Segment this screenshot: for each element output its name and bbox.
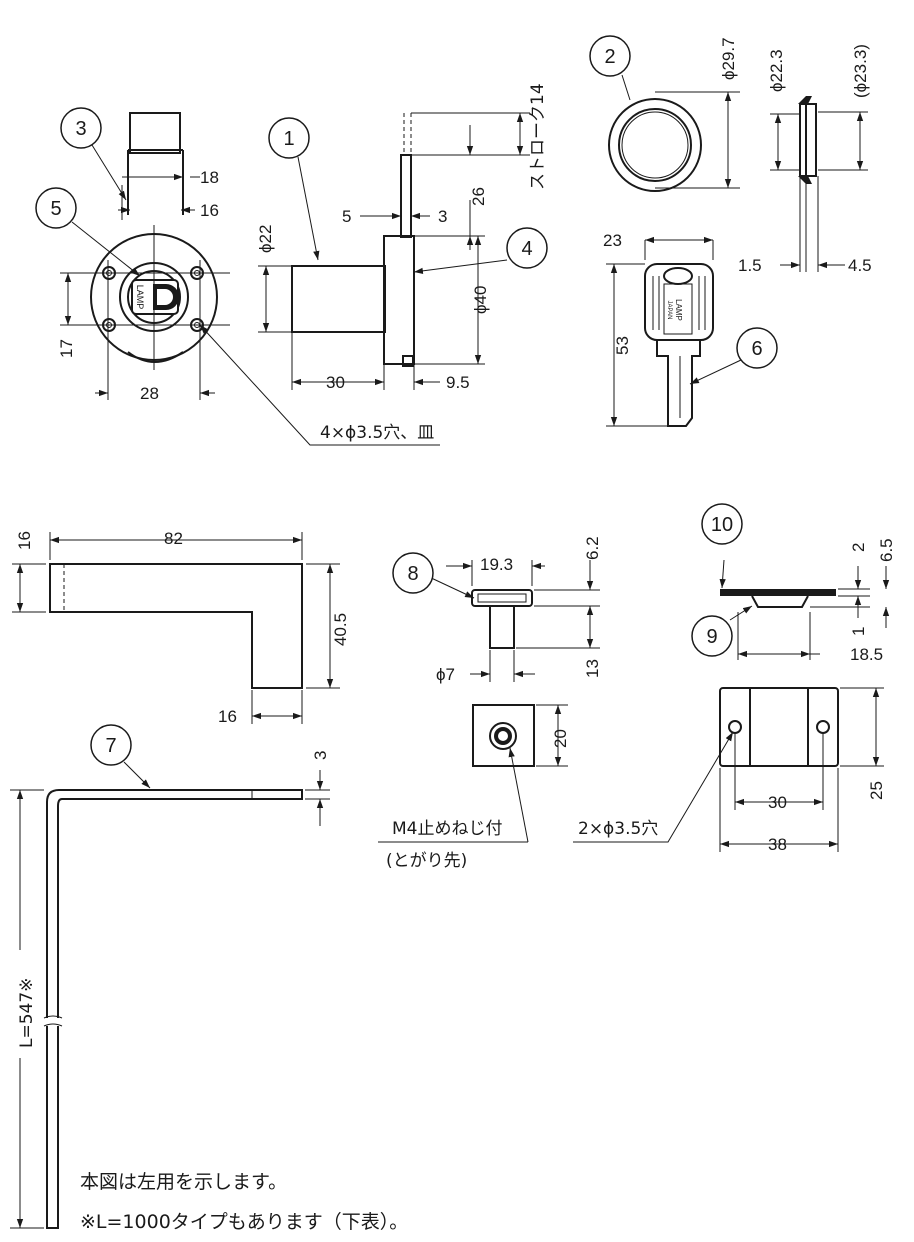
svg-text:LAMP: LAMP [135, 285, 145, 310]
callout-4: 4 [506, 227, 548, 269]
dim-53: 53 [613, 336, 632, 355]
dim-4-5: 4.5 [848, 256, 872, 275]
svg-text:10: 10 [711, 514, 733, 536]
rod-side-view: 3 L=547※ [10, 751, 330, 1229]
dim-16-top: 16 [15, 531, 34, 550]
note-L1000: ※L=1000タイプもあります（下表）。 [80, 1211, 408, 1233]
dim-30: 30 [326, 373, 345, 392]
svg-text:7: 7 [105, 735, 116, 757]
svg-text:4: 4 [521, 238, 532, 260]
plate-top-view: 25 30 38 2×ϕ3.5穴 [573, 687, 886, 854]
dim-20: 20 [551, 729, 570, 748]
dim-82: 82 [164, 529, 183, 548]
dim-phi7: ϕ7 [436, 665, 455, 684]
holes-note: 4×ϕ3.5穴、皿 [320, 423, 434, 443]
dim-phi23-3: (ϕ23.3) [851, 44, 870, 98]
svg-text:6: 6 [751, 338, 762, 360]
dim-25: 25 [867, 781, 886, 800]
dim-9-5: 9.5 [446, 373, 470, 392]
stroke-label: ストローク14 [528, 83, 548, 190]
svg-text:5: 5 [50, 198, 61, 220]
screw-note: M4止めねじ付 [392, 819, 502, 839]
dim-38: 38 [768, 835, 787, 854]
callout-2: 2 [589, 35, 631, 77]
dim-5: 5 [342, 207, 351, 226]
callout-10: 10 [701, 503, 743, 545]
key-brand: LAMP [674, 299, 683, 321]
dim-3: 3 [438, 207, 447, 226]
dim-18-5: 18.5 [850, 645, 883, 664]
dim-3-rod: 3 [311, 751, 330, 760]
dim-1-5: 1.5 [738, 256, 762, 275]
callout-5: 5 [35, 187, 141, 277]
pin-view: 19.3 6.2 ϕ7 13 20 M4止めねじ付 (とがり先) [378, 536, 602, 871]
screw-note-sub: (とがり先) [386, 851, 467, 871]
dim-16-bottom: 16 [218, 707, 237, 726]
escutcheon-view: ϕ29.7 ϕ22.3 (ϕ23.3) 1.5 4.5 [608, 37, 872, 275]
svg-text:2: 2 [604, 46, 615, 68]
key-view: LAMP JAPAN 23 53 [603, 231, 742, 427]
dim-2: 2 [849, 543, 868, 552]
dim-16: 16 [200, 201, 219, 220]
svg-text:8: 8 [407, 563, 418, 585]
key-country: JAPAN [666, 301, 672, 320]
callout-8: 8 [392, 552, 434, 594]
dim-18: 18 [200, 168, 219, 187]
dim-phi29-7: ϕ29.7 [719, 37, 738, 80]
dim-23: 23 [603, 231, 622, 250]
svg-text:9: 9 [706, 626, 717, 648]
callout-3: 3 [60, 107, 127, 201]
dim-30-plate: 30 [768, 793, 787, 812]
callout-9: 9 [691, 615, 733, 657]
svg-text:1: 1 [283, 128, 294, 150]
note-left-hand: 本図は左用を示します。 [80, 1171, 287, 1193]
dim-phi22: ϕ22 [256, 225, 275, 253]
dim-40-5: 40.5 [331, 613, 350, 646]
dim-L: L=547※ [17, 978, 37, 1048]
callout-6: 6 [736, 327, 778, 369]
lock-side-view: ϕ22 5 3 26 ストローク14 ϕ40 30 9.5 [256, 83, 548, 392]
dim-26: 26 [469, 187, 488, 206]
dim-13: 13 [583, 659, 602, 678]
dim-phi22-3: ϕ22.3 [767, 49, 786, 92]
lock-front-view: LAMP 18 16 17 28 4×ϕ3.5穴、皿 [57, 112, 440, 446]
svg-text:3: 3 [75, 118, 86, 140]
rod-top-view: 82 16 40.5 16 [12, 529, 350, 726]
callout-1: 1 [268, 117, 310, 159]
callout-7: 7 [90, 724, 132, 766]
dim-17: 17 [57, 339, 76, 358]
dim-1: 1 [849, 627, 868, 636]
plate-side-view: 2 6.5 1 18.5 [719, 538, 896, 664]
dim-phi40: ϕ40 [471, 286, 490, 314]
plate-holes-note: 2×ϕ3.5穴 [578, 819, 658, 839]
dim-19-3: 19.3 [480, 555, 513, 574]
dim-6-2: 6.2 [583, 536, 602, 560]
dim-6-5: 6.5 [877, 538, 896, 562]
dim-28: 28 [140, 384, 159, 403]
